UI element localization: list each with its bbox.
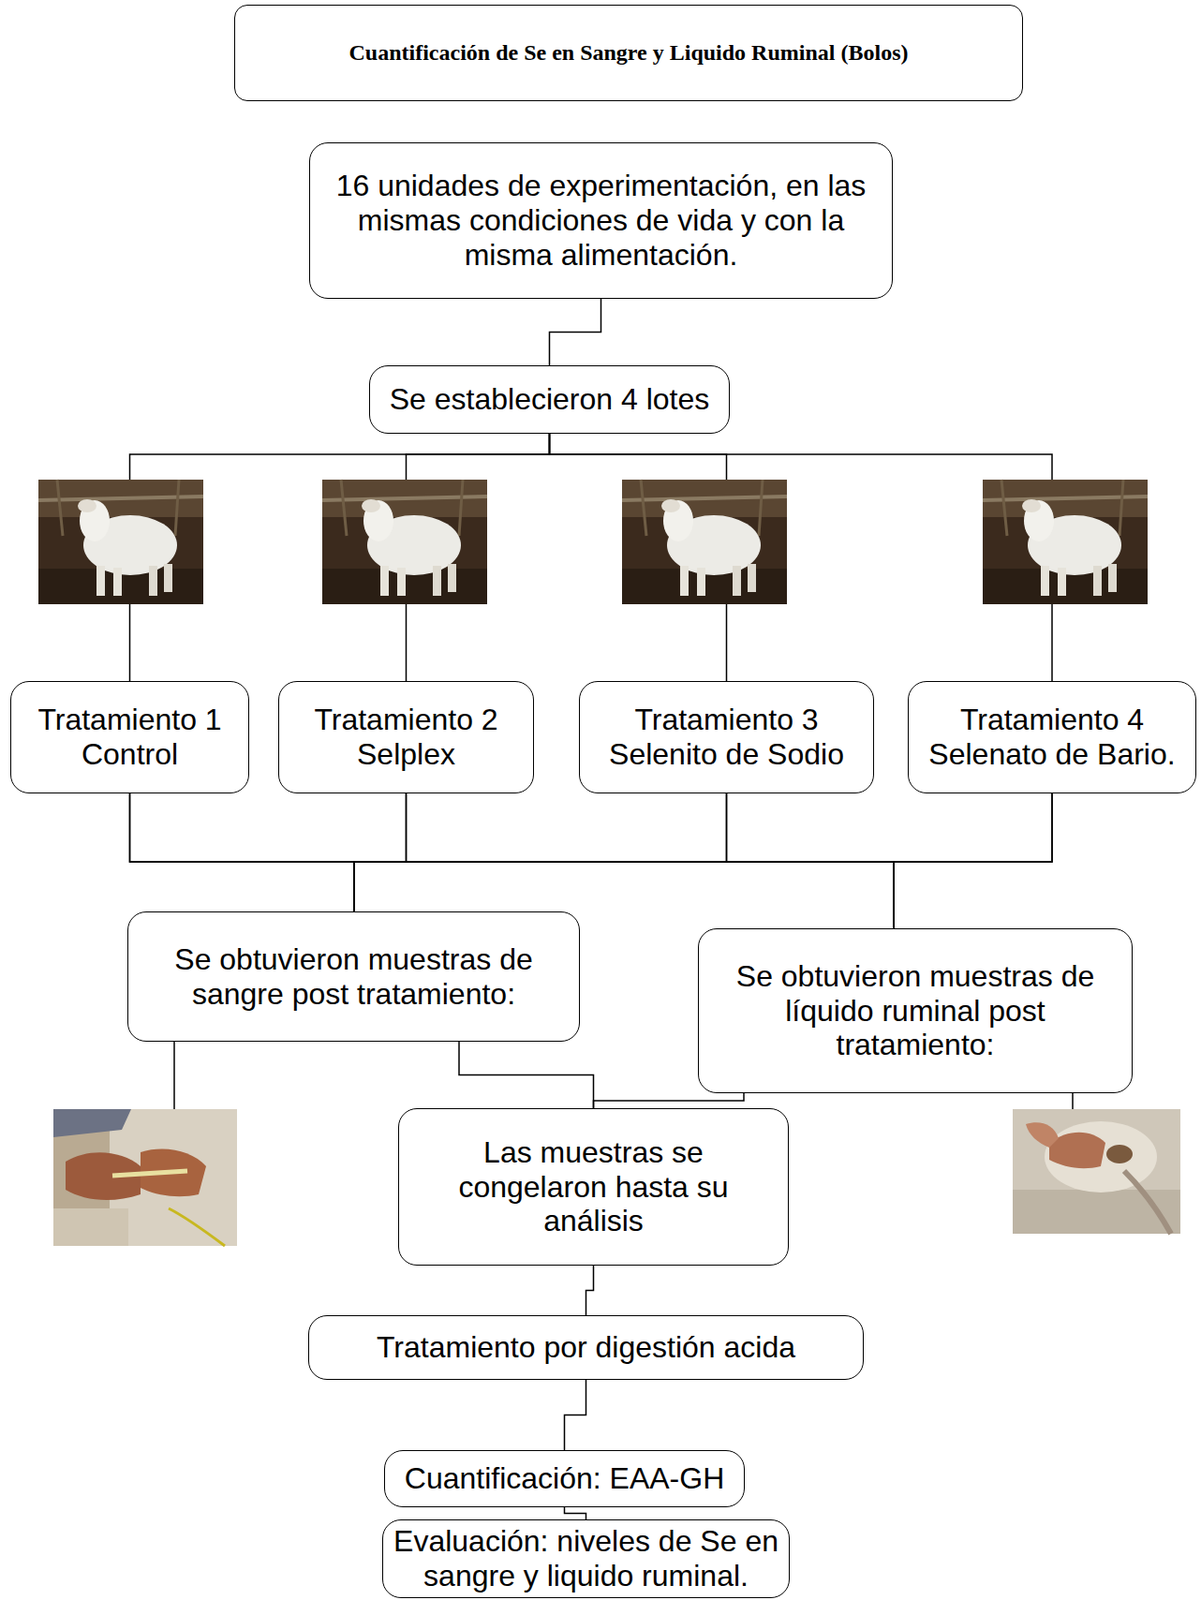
connector-line <box>354 793 1053 912</box>
connector-line <box>354 793 727 912</box>
connector-line <box>130 793 356 912</box>
connector-line <box>564 1507 587 1520</box>
connector-line <box>549 433 1053 682</box>
process-box: Tratamiento 2Selplex <box>278 681 534 794</box>
process-box: Se obtuvieron muestras de sangre post tr… <box>127 911 580 1042</box>
process-box: Se establecieron 4 lotes <box>369 365 730 434</box>
process-box: Tratamiento 3Selenito de Sodio <box>578 681 875 794</box>
connector-line <box>406 793 895 929</box>
sheep-photo <box>982 479 1148 605</box>
process-box: Tratamiento por digestión acida <box>308 1315 864 1380</box>
node-text: Selenato de Bario. <box>928 737 1175 772</box>
process-box: Evaluación: niveles de Se en sangre y li… <box>382 1519 790 1599</box>
node-text: Tratamiento 1 <box>37 702 222 738</box>
node-text: Tratamiento 2 <box>313 702 498 738</box>
process-box: Cuantificación: EAA-GH <box>384 1450 745 1508</box>
connector-line <box>726 793 895 929</box>
process-box: Tratamiento 4Selenato de Bario. <box>907 681 1197 794</box>
sheep-photo <box>622 479 787 605</box>
node-text: Tratamiento 3 <box>634 702 818 738</box>
node-text: Evaluación: niveles de Se en sangre y li… <box>390 1524 782 1594</box>
connector-line <box>549 298 602 366</box>
node-text: Las muestras se congelaron hasta su anál… <box>406 1135 781 1239</box>
connector-line <box>593 1093 745 1109</box>
sheep-photo <box>322 479 488 605</box>
connector-line <box>564 1379 587 1451</box>
node-text: Selenito de Sodio <box>608 737 845 772</box>
title-box: Cuantificación de Se en Sangre y Liquido… <box>234 4 1024 102</box>
node-text: Se obtuvieron muestras de sangre post tr… <box>135 942 572 1012</box>
connector-line <box>130 793 895 929</box>
rumen-sample-photo <box>1012 1109 1181 1234</box>
process-box: Las muestras se congelaron hasta su anál… <box>398 1108 789 1266</box>
node-text: Cuantificación de Se en Sangre y Liquido… <box>349 40 909 67</box>
connector-line <box>586 1265 594 1316</box>
process-box: 16 unidades de experimentación, en las m… <box>309 142 893 299</box>
node-text: Se obtuvieron muestras de líquido rumina… <box>706 959 1125 1063</box>
node-text: Control <box>81 737 178 772</box>
connector-line <box>354 793 407 912</box>
node-text: Tratamiento 4 <box>960 702 1144 738</box>
node-text: Se establecieron 4 lotes <box>389 382 711 417</box>
blood-sample-photo <box>53 1109 238 1246</box>
sheep-photo <box>38 479 204 605</box>
connector-line <box>459 1041 594 1109</box>
node-text: 16 unidades de experimentación, en las m… <box>317 168 885 272</box>
node-text: Selplex <box>356 737 456 772</box>
node-text: Tratamiento por digestión acida <box>376 1330 796 1365</box>
node-text: Cuantificación: EAA-GH <box>404 1461 725 1497</box>
process-box: Se obtuvieron muestras de líquido rumina… <box>697 928 1133 1094</box>
connector-line <box>893 793 1053 929</box>
leader-line <box>173 1030 176 1110</box>
process-box: Tratamiento 1Control <box>10 681 250 794</box>
